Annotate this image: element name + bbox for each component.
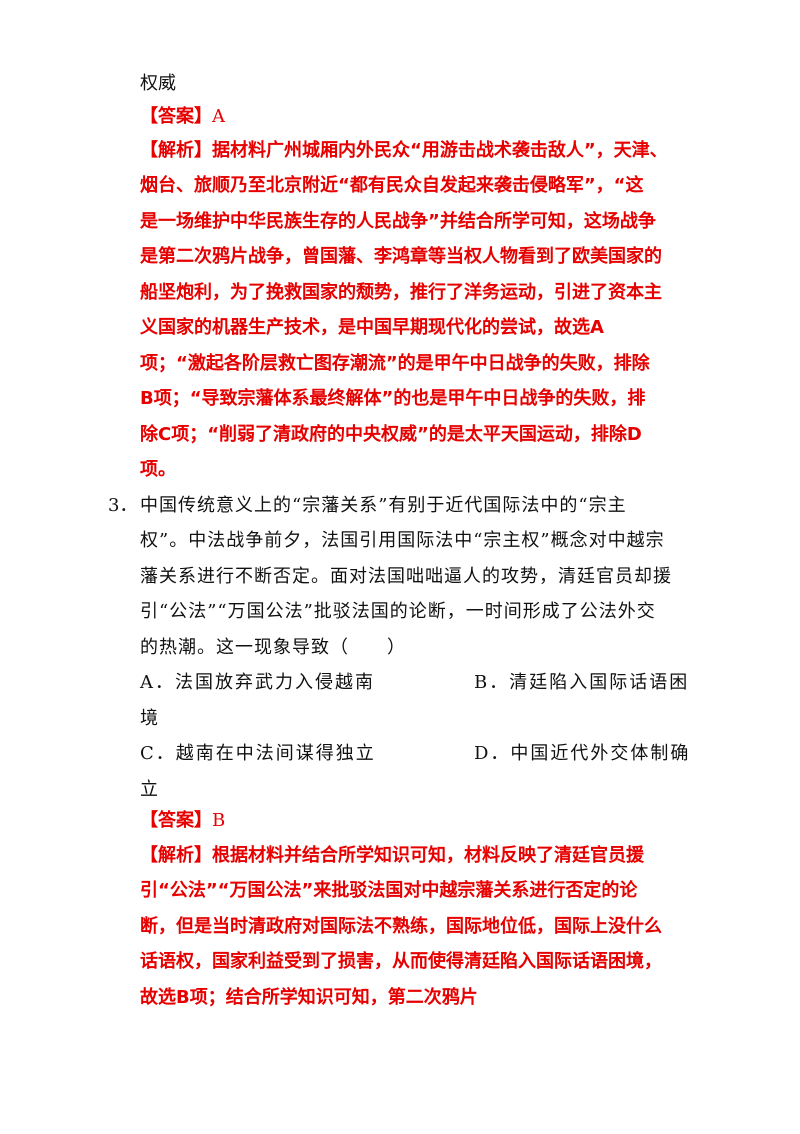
question-stem-line-2: 权”。中法战争前夕，法国引用国际法中“宗主权”概念对中越宗 bbox=[140, 530, 665, 551]
question-stem-line-3: 藩关系进行不断否定。面对法国咄咄逼人的攻势，清廷官员却援 bbox=[140, 566, 672, 587]
prev-analysis-line-5: 船坚炮利，为了挽救国家的颓势，推行了洋务运动，引进了资本主 bbox=[140, 282, 662, 303]
q3-answer-value: B bbox=[212, 810, 226, 831]
prev-analysis-label: 【解析】 bbox=[140, 140, 212, 161]
prev-analysis-text: 据材料广州城厢内外民众“用游击战术袭击敌人”，天津、 bbox=[212, 140, 668, 161]
option-b-wrap: 境 bbox=[140, 708, 158, 729]
q3-analysis-line-3: 断，但是当时清政府对国际法不熟练，国际地位低，国际上没什么 bbox=[140, 916, 662, 937]
prev-analysis-line-3: 是一场维护中华民族生存的人民战争”并结合所学可知，这场战争 bbox=[140, 211, 656, 232]
question-stem-line-4: 引“公法”“万国公法”批驳法国的论断，一时间形成了公法外交 bbox=[140, 601, 656, 622]
q3-analysis-line-4: 话语权，国家利益受到了损害，从而使得清廷陷入国际话语困境， bbox=[140, 951, 662, 972]
prev-analysis-line-7: 项；“激起各阶层救亡图存潮流”的是甲午中日战争的失败，排除 bbox=[140, 353, 650, 374]
q3-answer-line: 【答案】B bbox=[140, 808, 225, 834]
q3-analysis-label: 【解析】 bbox=[140, 845, 212, 866]
prev-analysis-line-8: B项；“导致宗藩体系最终解体”的也是甲午中日战争的失败，排 bbox=[140, 388, 646, 409]
q3-analysis-line-1: 【解析】根据材料并结合所学知识可知，材料反映了清廷官员援 bbox=[140, 843, 644, 869]
prev-analysis-line-9: 除C项；“削弱了清政府的中央权威”的是太平天国运动，排除D bbox=[140, 424, 642, 445]
prev-analysis-line-2: 烟台、旅顺乃至北京附近“都有民众自发起来袭击侵略军”，“这 bbox=[140, 175, 644, 196]
prev-analysis-line-1: 【解析】据材料广州城厢内外民众“用游击战术袭击敌人”，天津、 bbox=[140, 138, 668, 164]
q3-analysis-line-5: 故选B项；结合所学知识可知，第二次鸦片 bbox=[140, 987, 478, 1008]
q3-analysis-line-2: 引“公法”“万国公法”来批驳法国对中越宗藩关系进行否定的论 bbox=[140, 880, 638, 901]
q3-answer-label: 【答案】 bbox=[140, 810, 212, 831]
prev-analysis-line-4: 是第二次鸦片战争，曾国藩、李鸿章等当权人物看到了欧美国家的 bbox=[140, 246, 662, 267]
q3-analysis-text: 根据材料并结合所学知识可知，材料反映了清廷官员援 bbox=[212, 845, 644, 866]
prev-answer-line: 【答案】A bbox=[140, 104, 225, 130]
option-b: B．清廷陷入国际话语困 bbox=[474, 672, 690, 693]
prev-analysis-line-10: 项。 bbox=[140, 459, 176, 480]
question-stem-line-5: 的热潮。这一现象导致（ ） bbox=[140, 637, 406, 658]
question-number: 3． bbox=[108, 495, 138, 516]
prev-answer-label: 【答案】 bbox=[140, 106, 212, 127]
option-d: D．中国近代外交体制确 bbox=[474, 743, 691, 764]
prev-analysis-line-6: 义国家的机器生产技术，是中国早期现代化的尝试，故选A bbox=[140, 317, 604, 338]
option-c: C．越南在中法间谋得独立 bbox=[140, 743, 376, 764]
question-stem-line-1: 中国传统意义上的“宗藩关系”有别于近代国际法中的“宗主 bbox=[140, 495, 627, 516]
option-d-wrap: 立 bbox=[140, 779, 158, 800]
prev-text-tail: 权威 bbox=[140, 73, 176, 94]
prev-answer-value: A bbox=[212, 106, 225, 127]
option-a: A．法国放弃武力入侵越南 bbox=[140, 672, 375, 693]
